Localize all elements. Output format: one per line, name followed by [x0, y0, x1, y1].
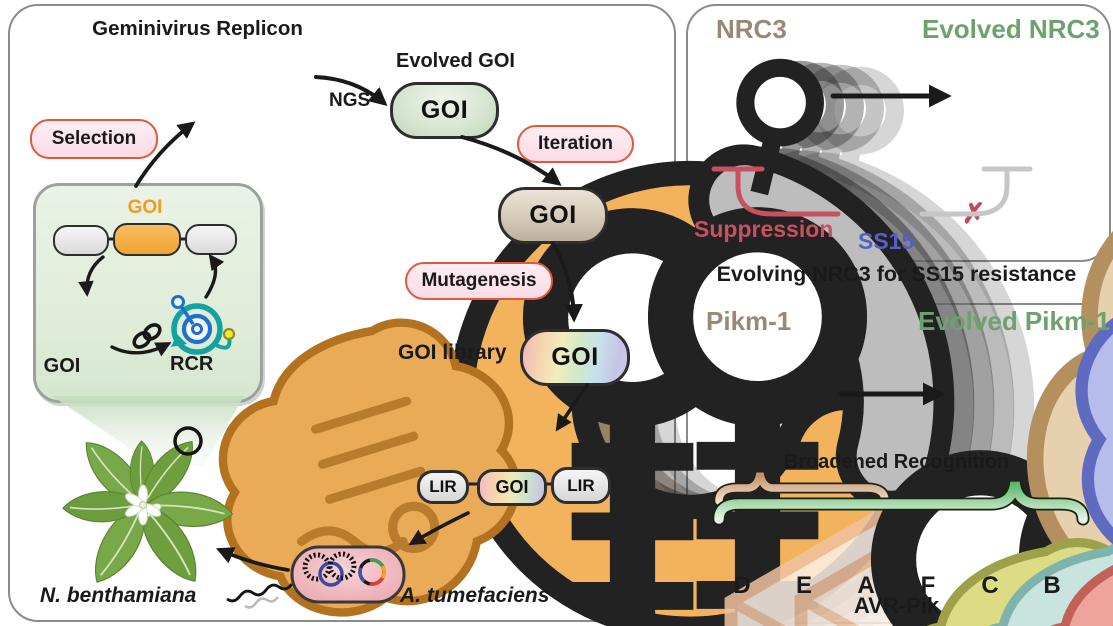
construct-goi-pill: GOI [477, 469, 547, 506]
evolved-goi-title: Evolved GOI [396, 50, 515, 72]
goi-library-title: GOI library [398, 341, 507, 364]
lir-left-pill: LIR [417, 470, 469, 504]
ss15-label: SS15 [858, 228, 915, 254]
mutagenesis-tag: Mutagenesis [405, 262, 553, 300]
goi-label: GOI [420, 96, 469, 124]
goi-gene [113, 223, 181, 256]
lir-right-pill: LIR [551, 467, 611, 504]
evolved-nrc3-label: Evolved NRC3 [922, 14, 1100, 44]
selection-tag: Selection [30, 119, 158, 159]
goi-label: GOI [495, 477, 529, 497]
blocked-cross-mark: ✗ [962, 198, 986, 229]
avr-pik-label: AVR-Pik [853, 593, 940, 618]
flank-gene-left [53, 225, 109, 256]
goi-round2-pill: GOI [498, 187, 608, 244]
goi-protein-label: GOI [43, 355, 81, 377]
evolved-pikm1-label: Evolved Pikm-1 [918, 306, 1111, 336]
lir-label: LIR [567, 475, 595, 495]
rcr-label: RCR [170, 353, 214, 375]
suppression-label: Suppression [694, 216, 834, 242]
nrc3-caption: Evolving NRC3 for SS15 resistance [716, 262, 1077, 286]
flank-gene-right [185, 224, 237, 255]
goi-label: GOI [551, 343, 599, 371]
ngs-label: NGS [329, 90, 371, 111]
plant-label: N. benthamiana [40, 584, 197, 607]
replicon-title: Geminivirus Replicon [92, 17, 303, 40]
recognition-label: Broadened Recognition [783, 451, 1010, 473]
evolved-goi-pill: GOI [390, 82, 499, 139]
lir-label: LIR [429, 477, 457, 496]
goi-library-pill: GOI [520, 329, 630, 386]
pikm1-label: Pikm-1 [706, 306, 792, 336]
nrc3-label: NRC3 [716, 14, 787, 44]
bacterium-label: A. tumefaciens [400, 584, 550, 607]
goi-gene-label: GOI [127, 197, 163, 218]
iteration-tag: Iteration [517, 125, 634, 163]
goi-label: GOI [529, 201, 577, 229]
